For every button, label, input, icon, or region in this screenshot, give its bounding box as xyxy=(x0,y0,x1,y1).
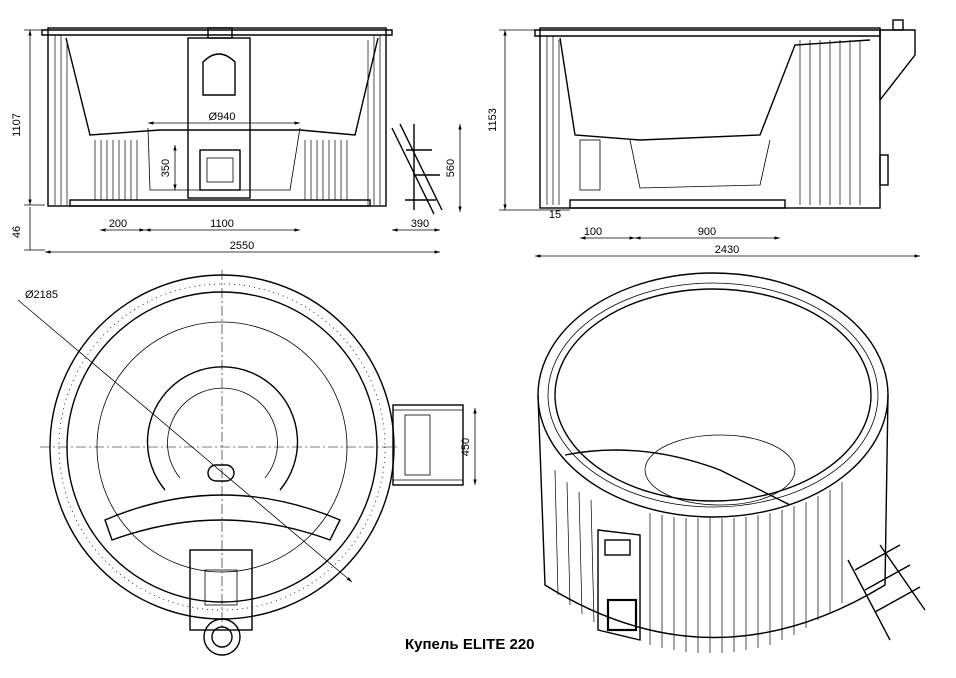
top-view: Ø2185 450 xyxy=(17,270,477,656)
iso-bench xyxy=(564,449,791,506)
front-dim-width-total: 2550 xyxy=(230,240,254,252)
front-dim-stair-height: 560 xyxy=(445,159,457,177)
iso-barrel xyxy=(537,394,889,639)
side-heater-box xyxy=(579,139,601,191)
side-chimney xyxy=(879,29,916,103)
top-bench xyxy=(104,494,341,541)
front-dim-seat-offset: 200 xyxy=(109,218,127,230)
top-dim-stair-width: 450 xyxy=(460,438,472,456)
side-seat xyxy=(629,139,771,189)
top-chimney-inner xyxy=(211,626,233,648)
front-dim-seat-width: 1100 xyxy=(210,218,234,230)
side-base xyxy=(569,199,786,209)
top-diameter-leader xyxy=(17,299,353,583)
side-dim-height-total: 1153 xyxy=(487,108,499,132)
drawing-caption: Купель ELITE 220 xyxy=(405,636,535,653)
top-chimney-outer xyxy=(203,618,241,656)
iso-outer-rim xyxy=(537,272,889,518)
front-inner-tub xyxy=(65,37,379,136)
front-rim xyxy=(41,29,393,36)
iso-inner-rim xyxy=(547,282,879,508)
front-heater-cap xyxy=(207,27,233,39)
front-dim-height-total: 1107 xyxy=(11,113,23,137)
front-dim-height-base: 46 xyxy=(11,226,23,238)
side-inner-tub xyxy=(559,37,871,141)
iso-heater-vent xyxy=(604,539,631,556)
front-heater-door xyxy=(199,149,241,191)
top-seat-arc-inner xyxy=(167,387,278,479)
side-chimney-cap xyxy=(892,19,904,31)
side-rim xyxy=(534,29,881,37)
top-heater xyxy=(189,549,253,631)
iso-stair xyxy=(847,544,926,641)
top-heater-door xyxy=(204,569,238,606)
front-lower-slats xyxy=(94,140,348,200)
top-stair xyxy=(392,404,464,486)
front-base xyxy=(69,199,371,207)
front-view: 1107 46 200 1100 390 2550 560 350 Ø940 xyxy=(11,27,462,254)
front-dim-heater-diameter: Ø940 xyxy=(209,111,236,123)
side-view: 1153 15 100 900 2430 xyxy=(487,19,920,258)
top-seat-arc-outer xyxy=(146,366,299,491)
front-dim-stair-width: 390 xyxy=(411,218,429,230)
iso-heater-box xyxy=(597,529,641,641)
side-dim-width-total: 2430 xyxy=(715,244,739,256)
iso-heater-door xyxy=(606,598,638,632)
front-stair xyxy=(391,123,443,215)
top-dim-diameter: Ø2185 xyxy=(25,289,58,301)
front-side-slats xyxy=(54,35,381,205)
front-heater-door-inner xyxy=(206,157,234,183)
iso-slats xyxy=(554,469,843,653)
side-dim-seat-width: 900 xyxy=(698,226,716,238)
top-drain xyxy=(207,464,235,482)
iso-tub-wall xyxy=(554,288,872,502)
front-dim-heater-height: 350 xyxy=(160,159,172,177)
side-slats xyxy=(546,36,861,205)
side-dim-base-offset: 15 xyxy=(549,209,561,221)
side-heater-door xyxy=(879,154,889,186)
iso-view xyxy=(537,272,926,653)
side-dim-seat-offset: 100 xyxy=(584,226,602,238)
iso-floor xyxy=(644,434,796,506)
side-barrel-outline xyxy=(539,27,881,209)
front-heater-window xyxy=(202,53,236,96)
